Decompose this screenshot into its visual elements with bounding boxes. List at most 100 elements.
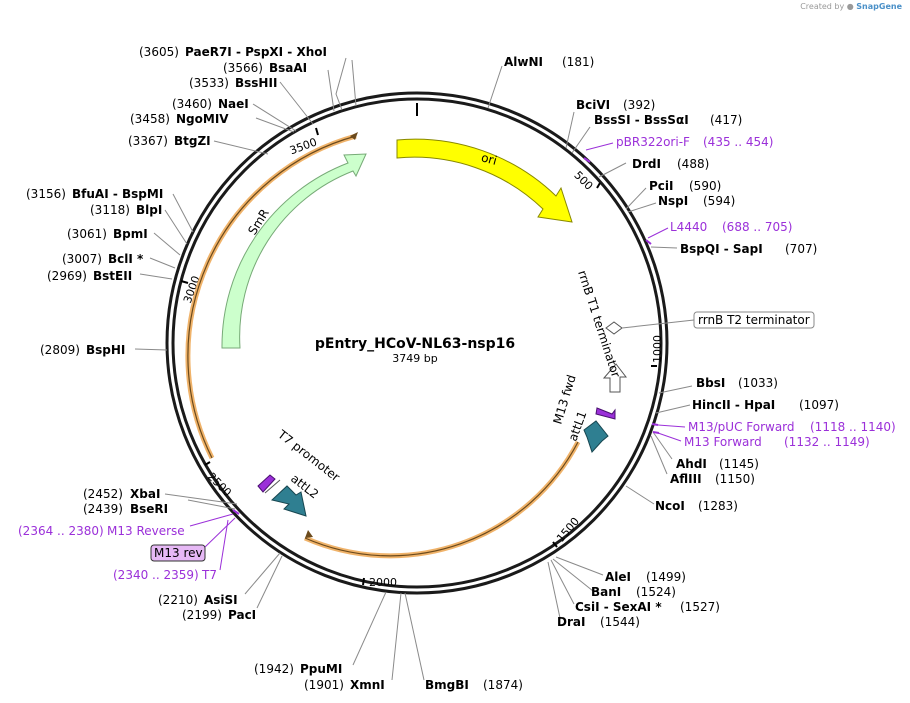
site-name-xbai[interactable]: XbaI xyxy=(130,487,160,501)
feature-smr[interactable]: SmR xyxy=(221,153,367,349)
primer-mark-m13puc xyxy=(651,423,659,426)
site-name-ncoi[interactable]: NcoI xyxy=(655,499,685,513)
feature-rrnb-t2-terminator[interactable]: rrnB T2 terminator xyxy=(605,311,815,335)
site-name-bcivi[interactable]: BciVI xyxy=(576,98,610,112)
site-name-bsphi[interactable]: BspHI xyxy=(86,343,125,357)
primer-pos-pbr322ori: (435 .. 454) xyxy=(703,135,773,149)
leader-bbsi xyxy=(658,385,693,394)
site-name-bspqi[interactable]: BspQI - SapI xyxy=(680,242,763,256)
site-pos-btgzi: (3367) xyxy=(128,134,168,148)
leader-bfuai xyxy=(172,193,194,233)
site-name-ngomiv[interactable]: NgoMIV xyxy=(176,112,229,126)
site-name-blpi[interactable]: BlpI xyxy=(136,203,162,217)
leader-xmni xyxy=(391,592,402,681)
site-pos-ncoi: (1283) xyxy=(698,499,738,513)
leader-alei xyxy=(555,556,604,576)
site-name-xhoi[interactable]: PaeR7I - PspXI - XhoI xyxy=(185,45,327,59)
site-name-bsshii[interactable]: BssHII xyxy=(235,76,277,90)
site-name-bbsi[interactable]: BbsI xyxy=(696,376,725,390)
primer-pos-t7: (2340 .. 2359) xyxy=(113,568,199,582)
primer-name-t7[interactable]: T7 xyxy=(201,568,217,582)
site-labels-right: AlwNI (181) BciVI (392) BssSI - BssSαI (… xyxy=(504,55,896,629)
leader-asisi xyxy=(244,552,281,595)
leader-bsaai xyxy=(327,69,335,112)
attl1-arrow xyxy=(583,420,609,453)
leader-bsphi xyxy=(134,348,168,351)
site-name-bsssi[interactable]: BssSI - BssSαI xyxy=(594,113,689,127)
site-name-bcli[interactable]: BclI * xyxy=(108,252,144,266)
tick-mark-1500 xyxy=(552,541,558,548)
primer-name-m13puc[interactable]: M13/pUC Forward xyxy=(688,420,795,434)
site-name-pcii[interactable]: PciI xyxy=(649,179,674,193)
site-pos-bspqi: (707) xyxy=(785,242,817,256)
site-name-csii[interactable]: CsiI - SexAI * xyxy=(575,600,662,614)
leader-drdi xyxy=(598,162,627,178)
site-name-afliii[interactable]: AflIII xyxy=(670,472,702,486)
primer-name-m13reverse[interactable]: M13 Reverse xyxy=(107,524,185,538)
site-name-ppumi[interactable]: PpuMI xyxy=(300,662,342,676)
primer-pos-l4440: (688 .. 705) xyxy=(722,220,792,234)
m13-fwd-arrow xyxy=(595,407,616,420)
leader-paci xyxy=(256,555,283,609)
site-name-bpmi[interactable]: BpmI xyxy=(113,227,148,241)
backbone-inner-ring xyxy=(171,97,663,589)
site-name-bani[interactable]: BanI xyxy=(591,585,621,599)
feature-attl2[interactable]: attL2 xyxy=(270,471,321,517)
site-name-bseri[interactable]: BseRI xyxy=(130,502,168,516)
ori-arrow xyxy=(396,138,573,223)
site-pos-asisi: (2210) xyxy=(158,593,198,607)
leader-btgzi xyxy=(213,140,269,155)
site-name-btgzi[interactable]: BtgZI xyxy=(174,134,211,148)
site-name-alwni[interactable]: AlwNI xyxy=(504,55,543,69)
leader-bmgbi xyxy=(404,592,425,681)
site-name-naei[interactable]: NaeI xyxy=(218,97,249,111)
site-pos-bsphi: (2809) xyxy=(40,343,80,357)
site-name-paci[interactable]: PacI xyxy=(228,608,256,622)
site-name-nspi[interactable]: NspI xyxy=(658,194,688,208)
tick-mark-3000 xyxy=(180,280,189,284)
site-pos-nspi: (594) xyxy=(703,194,735,208)
site-labels-left: (2439) BseRI (2452) XbaI (2809) BspHI (2… xyxy=(26,45,327,516)
rrnb-t2-leader-line xyxy=(621,319,695,329)
site-leader-lines xyxy=(134,57,693,681)
attl2-arrow xyxy=(270,485,307,517)
primer-name-m13forward[interactable]: M13 Forward xyxy=(684,435,762,449)
leader-m13forward xyxy=(657,432,682,442)
smr-arrow xyxy=(221,153,367,349)
site-name-xmni[interactable]: XmnI xyxy=(350,678,385,692)
leader-bsshii xyxy=(279,81,314,125)
site-name-bsaai[interactable]: BsaAI xyxy=(269,61,307,75)
leader-ppumi xyxy=(352,591,387,666)
site-name-alei[interactable]: AleI xyxy=(605,570,631,584)
leader-t7 xyxy=(219,519,229,571)
tick-label-1000: 1000 xyxy=(651,335,664,363)
site-name-bmgbi[interactable]: BmgBI xyxy=(425,678,469,692)
rrnb-t1-arrow-icon xyxy=(602,363,628,393)
primer-mark-l4440 xyxy=(645,239,652,245)
leader-csii xyxy=(550,559,575,605)
site-name-bsteii[interactable]: BstEII xyxy=(93,269,132,283)
site-name-ahdi[interactable]: AhdI xyxy=(676,457,707,471)
primer-mark-m13reverse xyxy=(232,509,240,515)
feature-m13-rev[interactable]: M13 rev xyxy=(150,544,206,562)
orf-arc-left-core xyxy=(187,135,357,459)
site-name-asisi[interactable]: AsiSI xyxy=(204,593,238,607)
primer-name-l4440[interactable]: L4440 xyxy=(670,220,707,234)
site-pos-xmni: (1901) xyxy=(304,678,344,692)
primer-pos-m13reverse: (2364 .. 2380) xyxy=(18,524,104,538)
orf-arrowhead-left xyxy=(350,132,358,140)
site-name-drdi[interactable]: DrdI xyxy=(632,157,661,171)
leader-naei xyxy=(252,103,297,132)
site-pos-pcii: (590) xyxy=(689,179,721,193)
feature-ori[interactable]: ori xyxy=(396,138,573,223)
site-pos-hincii: (1097) xyxy=(799,398,839,412)
site-name-bfuai[interactable]: BfuAI - BspMI xyxy=(72,187,163,201)
site-name-drai[interactable]: DraI xyxy=(557,615,585,629)
leader-xhoi xyxy=(335,57,347,111)
site-name-hincii[interactable]: HincII - HpaI xyxy=(692,398,775,412)
snapgene-logo-icon: ● xyxy=(846,2,854,11)
snapgene-credit: Created by ● SnapGene xyxy=(800,2,902,11)
site-pos-csii: (1527) xyxy=(680,600,720,614)
leader-afliii xyxy=(650,435,668,475)
primer-name-pbr322ori[interactable]: pBR322ori-F xyxy=(616,135,690,149)
